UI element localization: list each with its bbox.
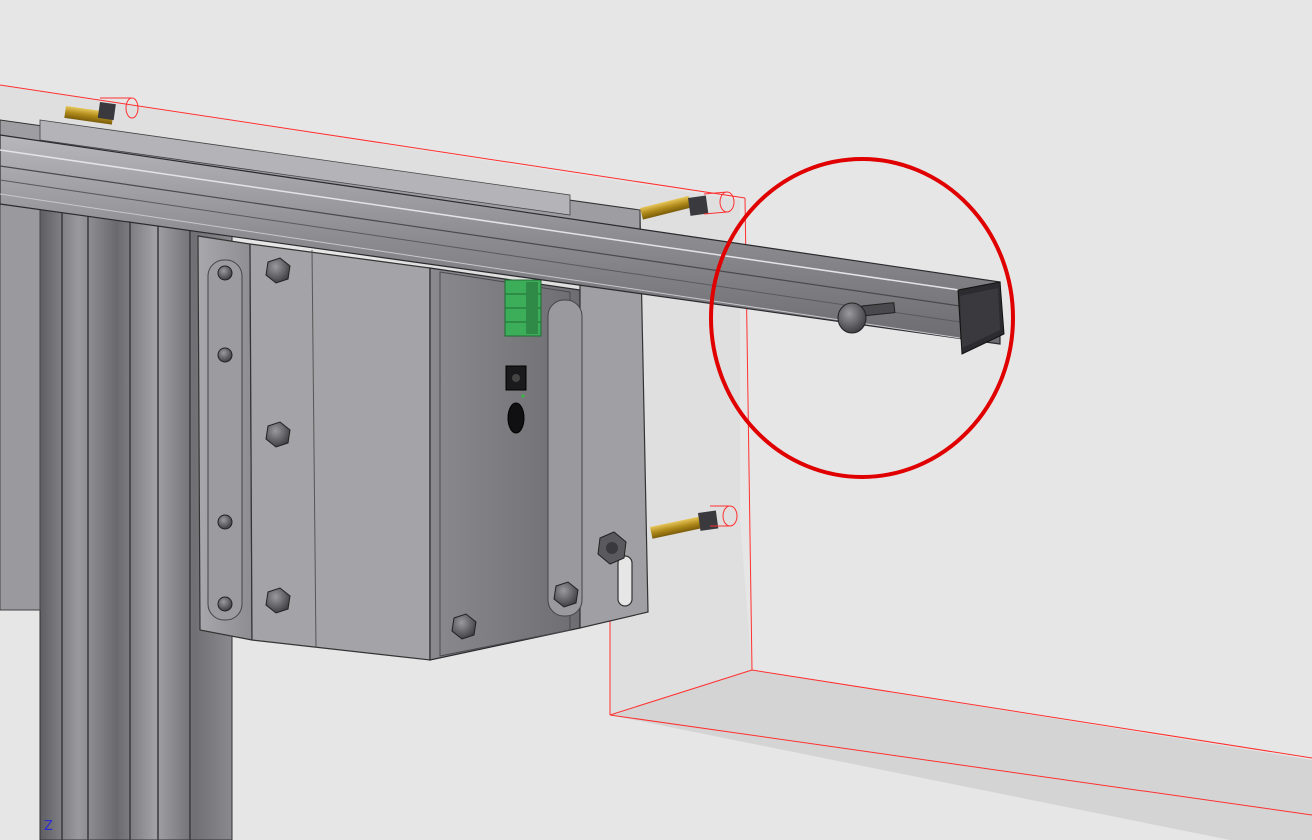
spring-pin-top-left[interactable] — [64, 97, 139, 125]
vertical-extrusion-column[interactable] — [0, 189, 233, 840]
right-bracket-plate[interactable] — [547, 211, 649, 629]
rail-end-stop-pin[interactable] — [837, 302, 896, 334]
spring-pin-top-right[interactable] — [640, 191, 735, 220]
linear-rail[interactable] — [0, 134, 1005, 355]
adjustment-slot — [617, 555, 633, 607]
view-triad-z-axis-label: Z — [44, 819, 53, 834]
dc-power-jack[interactable] — [505, 365, 527, 391]
hex-bolt — [265, 257, 291, 614]
status-led — [521, 394, 525, 398]
highlight-circle-annotation — [709, 157, 1015, 479]
carriage-mounting-plate[interactable] — [197, 235, 253, 641]
rail-end-cap[interactable] — [957, 281, 1005, 355]
hex-bolt — [451, 613, 477, 640]
controller-housing[interactable] — [429, 267, 581, 661]
terminal-block-connector[interactable] — [504, 279, 542, 337]
lock-nut[interactable] — [597, 531, 627, 565]
spring-pin-bottom[interactable] — [649, 505, 738, 539]
cable-port — [507, 402, 525, 434]
back-plate[interactable] — [249, 243, 431, 661]
linear-carriage[interactable] — [0, 119, 641, 233]
